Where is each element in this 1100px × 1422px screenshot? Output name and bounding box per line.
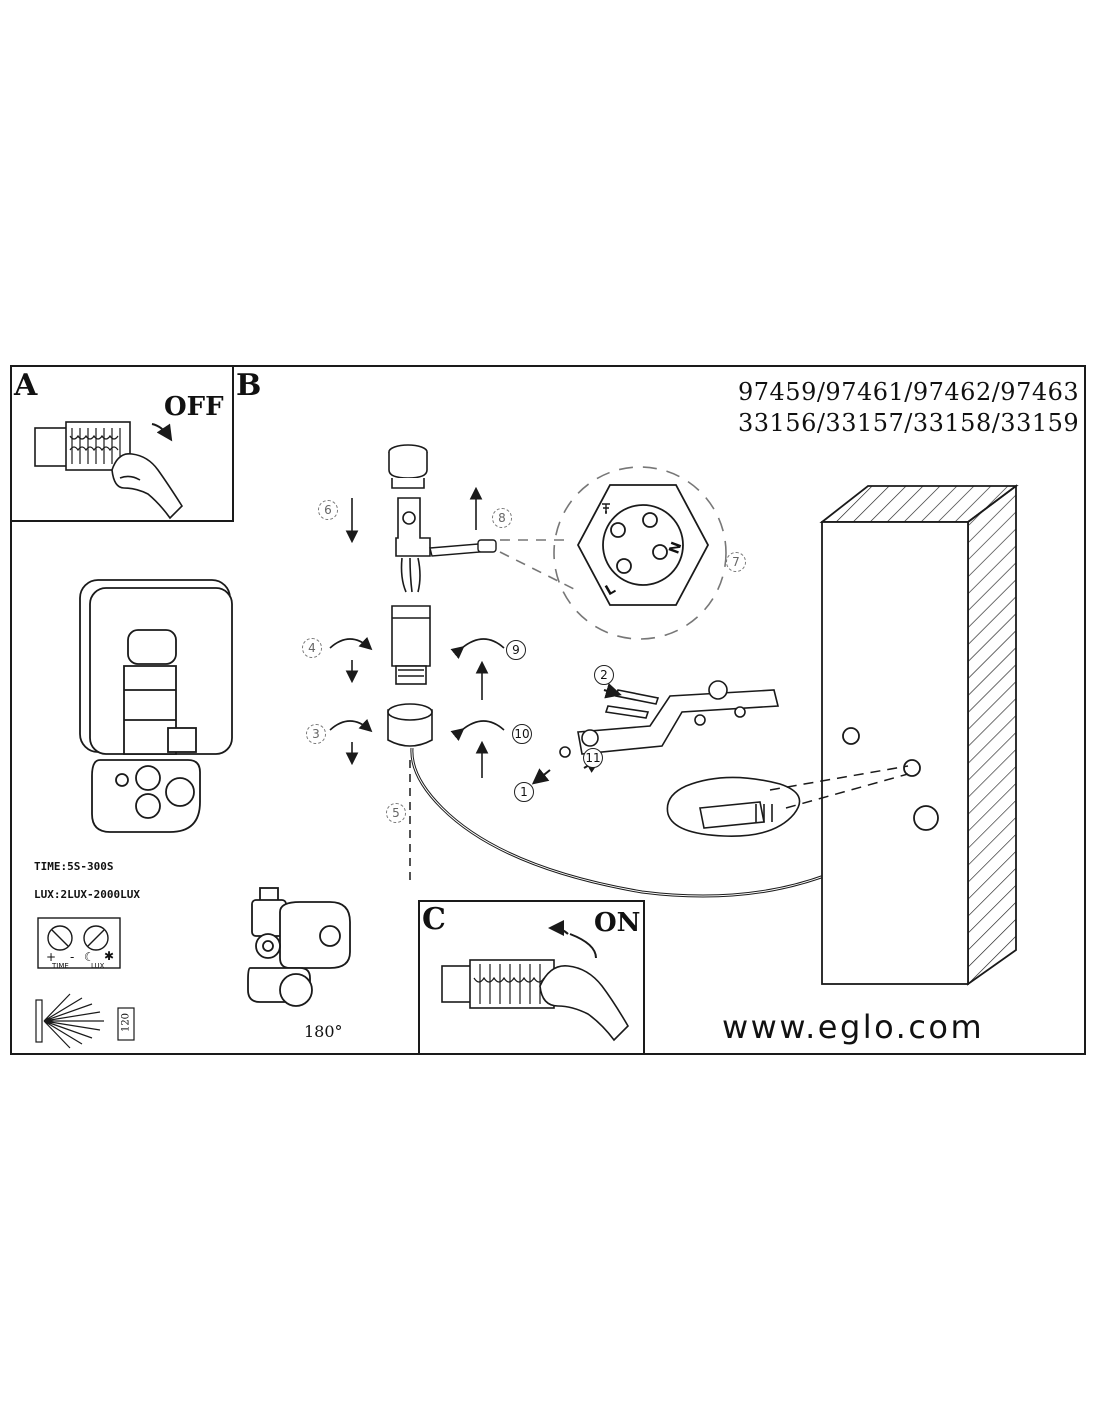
screwdriver-illustration	[429, 539, 497, 557]
panel-c-label: C	[422, 902, 446, 937]
sensor-detection-fan	[35, 993, 135, 1049]
assembly-arrows	[329, 486, 505, 778]
step-4: 4	[302, 638, 322, 658]
dial-sun-symbol: ✱	[104, 949, 115, 963]
dial-time-label: TIME	[52, 962, 69, 970]
lamp-rear-illustration	[79, 579, 233, 833]
model-numbers-line-1: 97459/97461/97462/97463	[738, 378, 1080, 406]
dial-minus-symbol: -	[70, 950, 75, 964]
step-6: 6	[318, 500, 338, 520]
dial-lux-label: LUX	[91, 962, 105, 970]
rotation-angle-label: 180°	[304, 1022, 343, 1041]
time-spec: TIME:5S-300S	[34, 860, 114, 873]
panel-a-terminal-illustration	[34, 421, 184, 520]
step-2: 2	[594, 665, 614, 685]
step-3: 3	[306, 724, 326, 744]
wall-illustration	[819, 484, 1019, 986]
step-10: 10	[512, 724, 532, 744]
terminal-hex-nut	[576, 484, 710, 606]
step-1: 1	[514, 782, 534, 802]
model-numbers: 97459/97461/97462/97463 33156/33157/3315…	[738, 377, 1079, 439]
mounting-bracket	[559, 680, 780, 758]
lux-spec: LUX:2LUX-2000LUX	[34, 888, 140, 901]
wall-plug-illustration	[666, 776, 801, 837]
detection-angle-value: 120	[120, 1012, 132, 1033]
step-8: 8	[492, 508, 512, 528]
terminal-zoom-illustration	[499, 466, 727, 640]
sensor-rotation-illustration	[247, 887, 351, 1007]
on-label: ON	[594, 908, 641, 938]
model-numbers-line-2: 33156/33157/33158/33159	[738, 409, 1080, 437]
step-11: 11	[583, 748, 603, 768]
step-7: 7	[726, 552, 746, 572]
sensor-dial-illustration	[37, 917, 121, 969]
panel-b-label: B	[236, 368, 262, 403]
dial-moon-symbol: ☾	[84, 950, 95, 964]
panel-a-label: A	[14, 368, 38, 403]
website-url: www.eglo.com	[722, 1008, 985, 1046]
plug-dashed-lines	[769, 765, 909, 809]
dial-plus-symbol: +	[46, 950, 57, 964]
off-label: OFF	[164, 392, 224, 422]
step-9: 9	[506, 640, 526, 660]
step-5: 5	[386, 803, 406, 823]
